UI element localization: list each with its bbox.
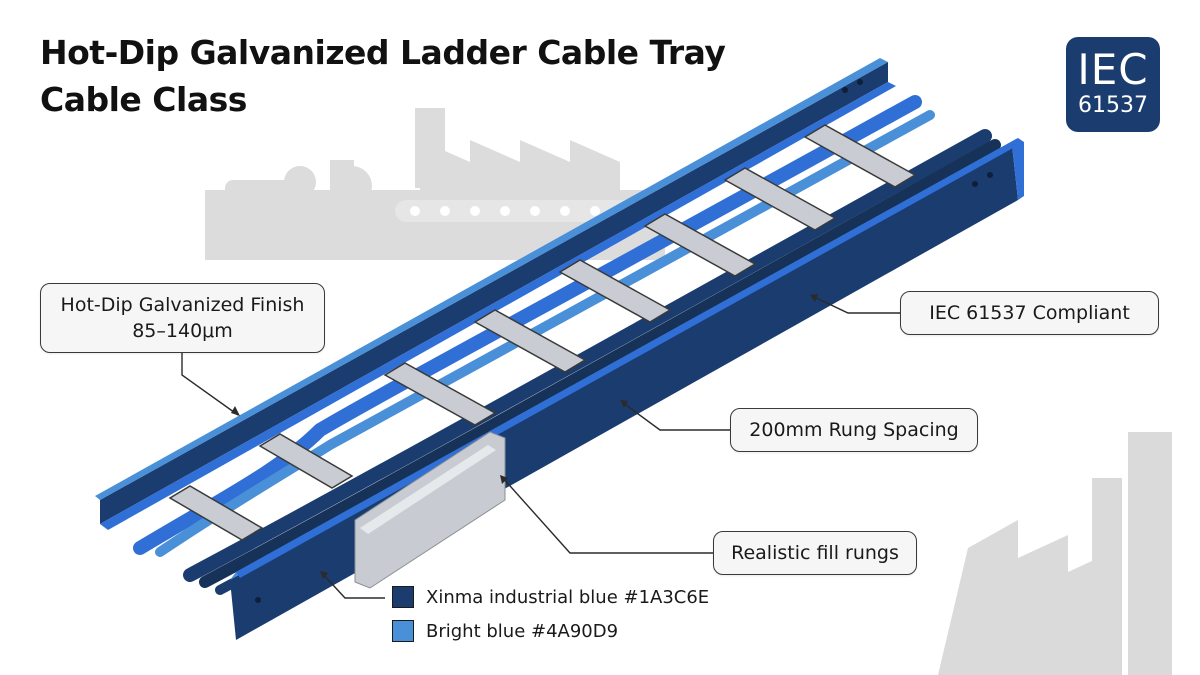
- leader-rung: [621, 401, 730, 431]
- callout-iec-text: IEC 61537 Compliant: [929, 302, 1130, 324]
- badge-line-1: IEC: [1077, 45, 1149, 94]
- callout-rung-text: 200mm Rung Spacing: [749, 419, 959, 441]
- leader-fill: [501, 476, 713, 554]
- legend-item-bright-blue: Bright blue #4A90D9: [392, 617, 709, 645]
- rung: [803, 124, 917, 188]
- callout-rung-spacing: 200mm Rung Spacing: [730, 408, 978, 452]
- rung: [473, 309, 587, 373]
- arrowhead-legend: [320, 571, 328, 579]
- rung: [643, 213, 757, 277]
- legend-label-industrial-blue: Xinma industrial blue #1A3C6E: [426, 586, 710, 608]
- legend-swatch-industrial-blue: [392, 586, 414, 608]
- tray-back-rail: [95, 58, 896, 530]
- callout-iec-compliant: IEC 61537 Compliant: [900, 291, 1159, 335]
- arrowhead-finish: [231, 406, 240, 416]
- badge-line-2: 61537: [1078, 93, 1148, 118]
- rung: [168, 485, 264, 541]
- page-title: Hot-Dip Galvanized Ladder Cable Tray: [40, 33, 726, 72]
- factory-silhouette-right-icon: [938, 432, 1172, 675]
- cable-bundle: [133, 95, 1010, 595]
- leader-iec: [811, 295, 900, 314]
- arrowhead-fill: [500, 475, 508, 484]
- rung: [558, 259, 672, 323]
- tray-rungs: [168, 124, 917, 541]
- legend-label-bright-blue: Bright blue #4A90D9: [426, 620, 619, 642]
- legend-item-industrial-blue: Xinma industrial blue #1A3C6E: [392, 583, 709, 611]
- rung: [383, 362, 497, 426]
- galvanized-section: [354, 431, 506, 589]
- leader-legend: [321, 572, 385, 599]
- callout-finish-line-2: 85–140μm: [132, 320, 233, 342]
- callout-finish-line-1: Hot-Dip Galvanized Finish: [60, 294, 305, 316]
- factory-silhouette-left-icon: [205, 108, 665, 260]
- arrowhead-rung: [620, 400, 628, 408]
- page-subtitle: Cable Class: [40, 80, 247, 119]
- rung: [258, 433, 354, 489]
- color-legend: Xinma industrial blue #1A3C6E Bright blu…: [392, 583, 709, 651]
- iec-61537-badge: IEC 61537: [1066, 37, 1160, 132]
- arrowhead-iec: [810, 294, 818, 302]
- callout-fill-rungs: Realistic fill rungs: [713, 531, 917, 575]
- callout-galvanized-finish: Hot-Dip Galvanized Finish 85–140μm: [40, 283, 325, 353]
- rung: [723, 167, 837, 231]
- leader-finish: [181, 353, 239, 416]
- leader-lines: [181, 294, 900, 599]
- callout-fill-text: Realistic fill rungs: [731, 542, 899, 564]
- legend-swatch-bright-blue: [392, 620, 414, 642]
